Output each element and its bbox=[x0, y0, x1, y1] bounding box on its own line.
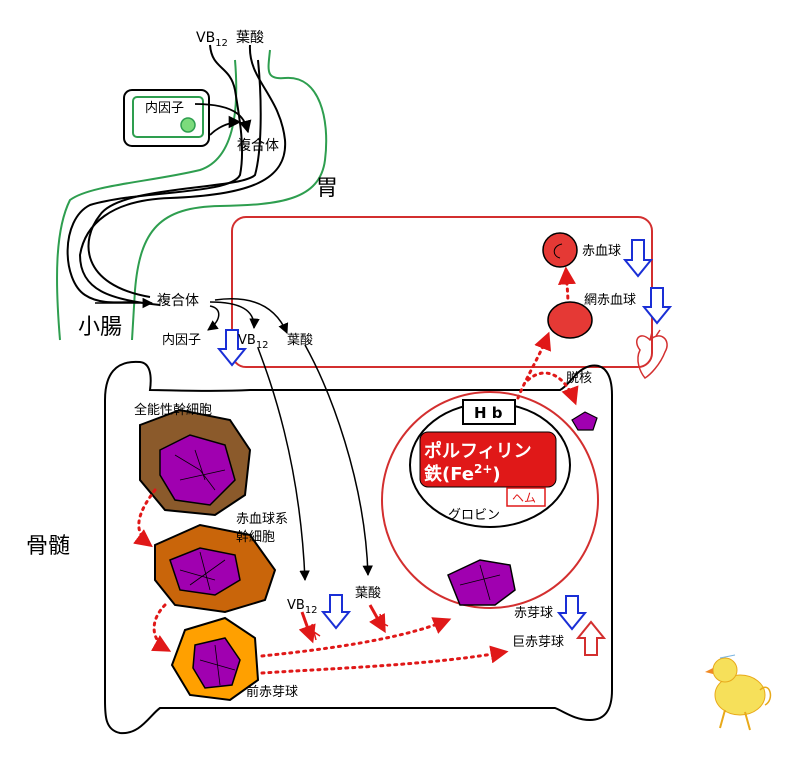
stem-cell-nucleus bbox=[159, 434, 236, 506]
erythroid-stem-cell bbox=[154, 523, 277, 614]
folic-acid-intestine-label: 葉酸 bbox=[287, 333, 313, 348]
stomach-arrows bbox=[194, 103, 252, 136]
erythroid-stem-label-1: 赤血球系 bbox=[236, 512, 288, 527]
folic-acid-marrow-label: 葉酸 bbox=[355, 586, 381, 601]
intrinsic-factor-cell bbox=[123, 89, 210, 147]
erythroblast-nucleus bbox=[447, 559, 516, 606]
vb12-top-label: VB12 bbox=[196, 30, 228, 49]
hb-label-box bbox=[462, 399, 516, 425]
vb12-intestine-label: VB12 bbox=[238, 333, 269, 351]
erythroblast-circle bbox=[381, 391, 599, 609]
complex-stomach-label: 複合体 bbox=[237, 137, 279, 154]
iron-label: 鉄(Fe2+) bbox=[424, 462, 501, 485]
bone-marrow-label: 骨髄 bbox=[26, 534, 70, 559]
stem-cell-label: 全能性幹細胞 bbox=[134, 402, 212, 418]
globin-label: グロビン bbox=[448, 508, 500, 523]
heme-label: ヘム bbox=[512, 491, 536, 505]
decrease-arrows bbox=[216, 239, 673, 631]
folic-acid-top-label: 葉酸 bbox=[236, 30, 264, 46]
rbc-down-arrow bbox=[622, 239, 654, 278]
intrinsic-factor-dot bbox=[180, 117, 196, 133]
erythroblast-down-arrow bbox=[556, 595, 588, 631]
vb12-marrow-label: VB12 bbox=[287, 598, 318, 616]
vb12-marrow-down-arrow bbox=[320, 594, 352, 630]
reticulocyte-cell bbox=[547, 301, 593, 339]
blocked-supply-arrows bbox=[298, 604, 389, 644]
porphyrin-label: ポルフィリン bbox=[424, 440, 532, 462]
porphyrin-iron-box bbox=[419, 431, 557, 488]
stem-cell bbox=[139, 408, 252, 517]
proerythroblast-cell bbox=[170, 616, 260, 702]
intrinsic-factor-intestine-label: 内因子 bbox=[162, 332, 201, 348]
reticulocyte-label: 網赤血球 bbox=[584, 293, 636, 308]
heart-icon bbox=[636, 329, 668, 379]
heme-label-box bbox=[506, 487, 546, 507]
rbc-cell bbox=[542, 232, 578, 268]
intrinsic-factor-stomach-label: 内因子 bbox=[145, 100, 184, 116]
proerythroblast-label: 前赤芽球 bbox=[246, 684, 298, 700]
hb-label: H b bbox=[474, 404, 503, 422]
intrinsic-factor-down-arrow bbox=[216, 329, 248, 367]
ejected-nucleus bbox=[571, 411, 598, 431]
rbc-label: 赤血球 bbox=[582, 244, 621, 259]
chick-doodle bbox=[705, 654, 772, 731]
intestine-arrows bbox=[95, 297, 373, 582]
small-intestine-label: 小腸 bbox=[78, 315, 122, 340]
erythroid-stem-label-2: 幹細胞 bbox=[236, 529, 275, 545]
megaloblast-up-arrow bbox=[575, 620, 607, 656]
stomach-outline bbox=[56, 49, 328, 341]
erythroblast-label: 赤芽球 bbox=[514, 606, 553, 621]
stomach-label: 胃 bbox=[316, 176, 338, 201]
megaloblast-label: 巨赤芽球 bbox=[512, 635, 564, 650]
intestine-tubes bbox=[66, 44, 287, 306]
reticulocyte-down-arrow bbox=[641, 287, 673, 325]
complex-intestine-label: 複合体 bbox=[157, 292, 199, 309]
enucleation-label: 脱核 bbox=[566, 371, 592, 386]
